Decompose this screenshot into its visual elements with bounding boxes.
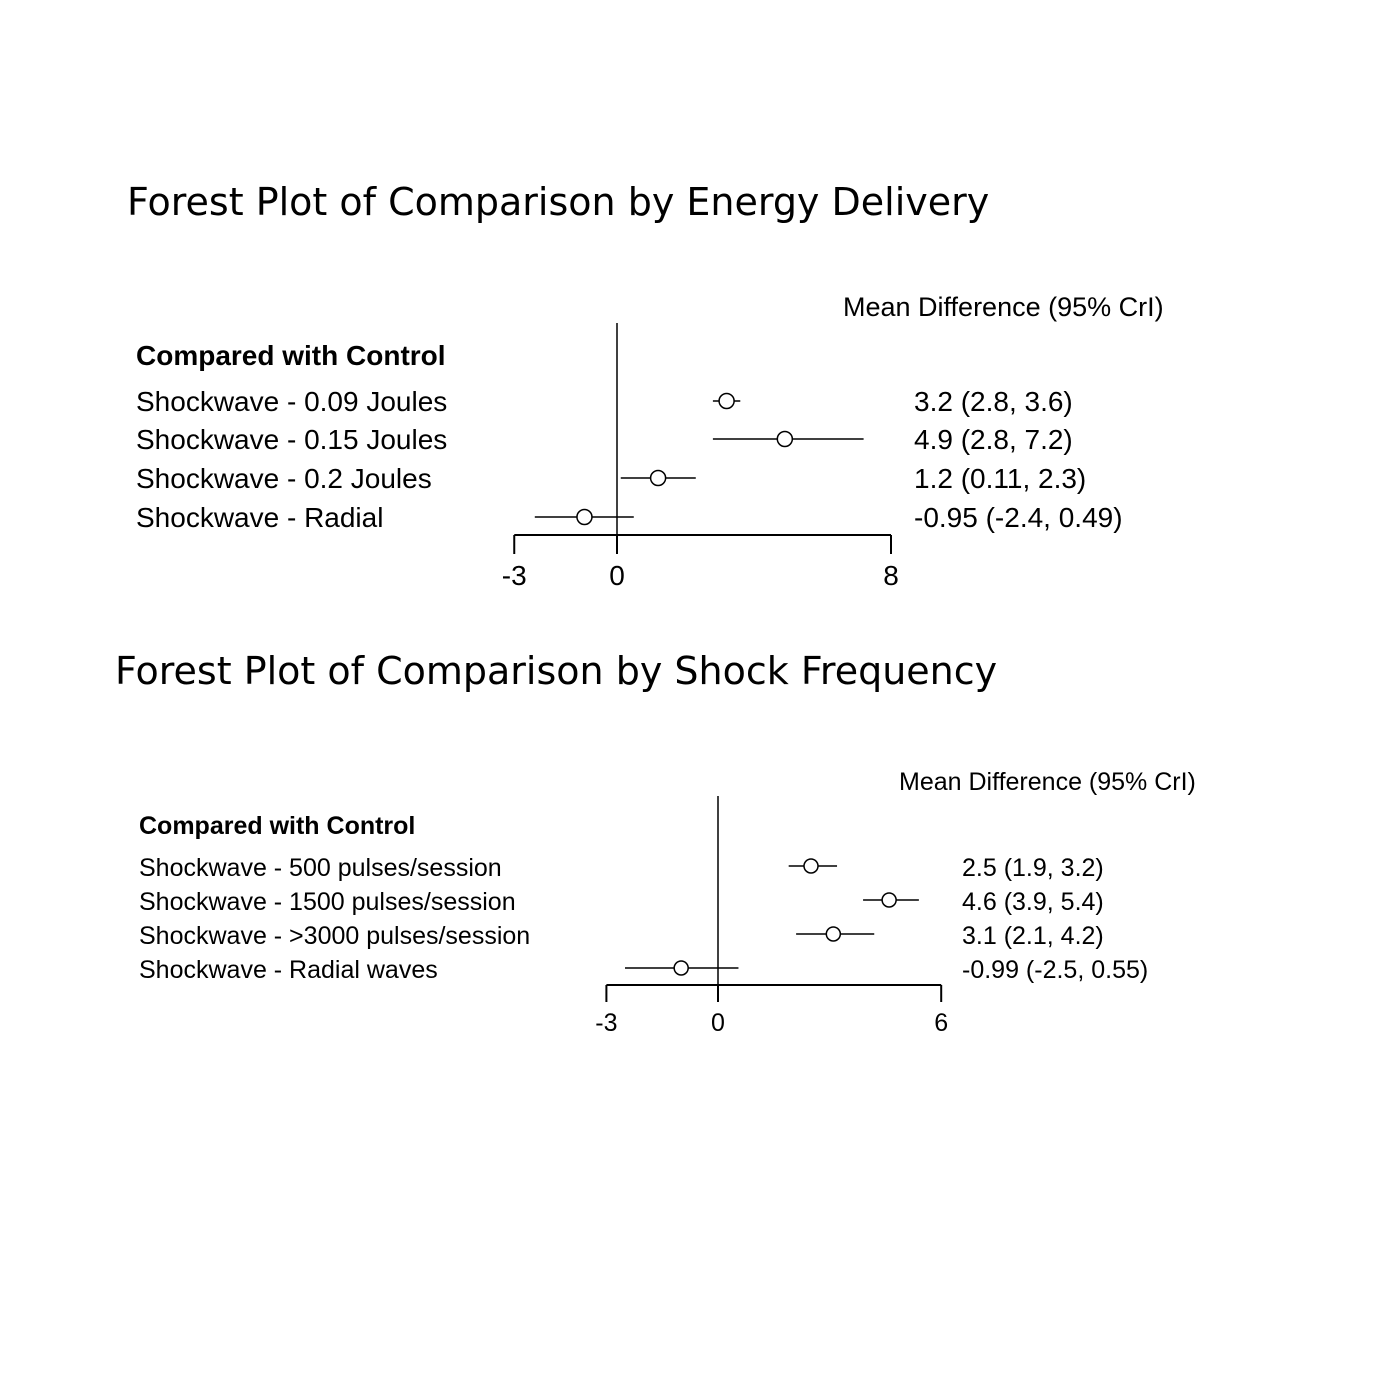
estimate-text: 4.9 (2.8, 7.2)	[914, 424, 1073, 455]
row-label: Shockwave - Radial	[136, 502, 383, 533]
x-tick-label: -3	[502, 560, 527, 591]
estimate-text: -0.99 (-2.5, 0.55)	[962, 956, 1148, 984]
group-label: Compared with Control	[139, 812, 415, 840]
point-estimate	[718, 392, 735, 410]
column-header: Mean Difference (95% CrI)	[843, 292, 1164, 322]
point-estimate	[576, 508, 593, 526]
estimate-text: 2.5 (1.9, 3.2)	[962, 854, 1104, 882]
estimate-text: 1.2 (0.11, 2.3)	[914, 463, 1086, 494]
x-tick-label: 6	[934, 1009, 948, 1037]
row-label: Shockwave - 500 pulses/session	[139, 854, 502, 882]
estimate-text: -0.95 (-2.4, 0.49)	[914, 502, 1123, 533]
row-label: Shockwave - >3000 pulses/session	[139, 922, 530, 950]
x-tick-label: 0	[609, 560, 625, 591]
row-label: Shockwave - 0.2 Joules	[136, 463, 432, 494]
point-estimate	[776, 430, 794, 448]
chart-title: Forest Plot of Comparison by Energy Deli…	[127, 180, 989, 224]
estimate-text: 3.2 (2.8, 3.6)	[914, 386, 1073, 417]
point-estimate	[881, 892, 897, 908]
row-label: Shockwave - 0.15 Joules	[136, 424, 447, 455]
row-label: Shockwave - 0.09 Joules	[136, 386, 447, 417]
estimate-text: 3.1 (2.1, 4.2)	[962, 922, 1104, 950]
x-tick-label: 8	[883, 560, 899, 591]
row-label: Shockwave - Radial waves	[139, 956, 438, 984]
column-header: Mean Difference (95% CrI)	[899, 768, 1196, 796]
point-estimate	[825, 926, 842, 942]
point-estimate	[649, 469, 667, 487]
x-tick-label: 0	[711, 1009, 725, 1037]
estimate-text: 4.6 (3.9, 5.4)	[962, 888, 1104, 916]
chart-title: Forest Plot of Comparison by Shock Frequ…	[115, 649, 997, 693]
group-label: Compared with Control	[136, 340, 446, 371]
row-label: Shockwave - 1500 pulses/session	[139, 888, 516, 916]
point-estimate	[673, 960, 689, 976]
point-estimate	[803, 858, 819, 874]
x-tick-label: -3	[595, 1009, 617, 1037]
